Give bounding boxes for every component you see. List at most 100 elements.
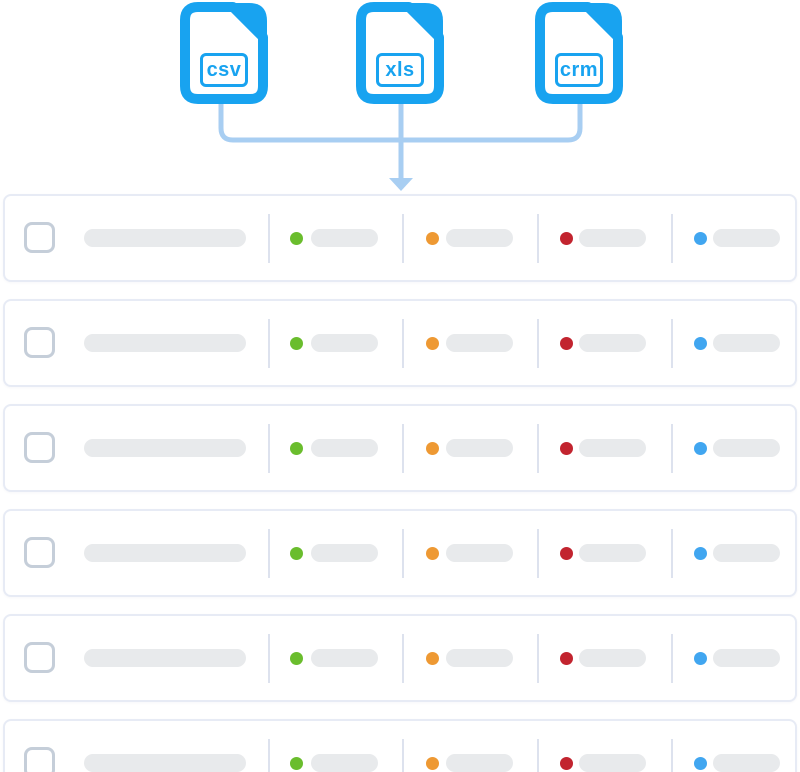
column-divider: [671, 319, 673, 368]
table-row: [3, 194, 797, 282]
file-type-label: xls: [376, 53, 424, 87]
table-row: [3, 719, 797, 772]
table-row: [3, 614, 797, 702]
status-placeholder: [311, 544, 378, 562]
status-placeholder: [713, 754, 780, 772]
file-icon-csv: csv: [180, 2, 268, 104]
status-dot-orange: [426, 232, 439, 245]
status-placeholder: [579, 754, 646, 772]
status-dot-blue: [694, 652, 707, 665]
column-divider: [671, 634, 673, 683]
status-dot-blue: [694, 442, 707, 455]
file-type-label: csv: [200, 53, 248, 87]
status-dot-red: [560, 652, 573, 665]
file-icon-crm: crm: [535, 2, 623, 104]
status-dot-blue: [694, 337, 707, 350]
status-dot-green: [290, 547, 303, 560]
status-placeholder: [713, 649, 780, 667]
column-divider: [402, 739, 404, 772]
status-placeholder: [311, 229, 378, 247]
status-placeholder: [311, 649, 378, 667]
status-placeholder: [579, 439, 646, 457]
status-dot-red: [560, 232, 573, 245]
status-dot-blue: [694, 547, 707, 560]
column-divider: [402, 634, 404, 683]
connector-arrow: [218, 103, 583, 191]
column-divider: [402, 319, 404, 368]
text-placeholder: [84, 334, 246, 352]
text-placeholder: [84, 439, 246, 457]
column-divider: [268, 739, 270, 772]
column-divider: [402, 529, 404, 578]
column-divider: [268, 214, 270, 263]
arrowhead-down-icon: [389, 178, 413, 191]
status-placeholder: [446, 439, 513, 457]
column-divider: [402, 424, 404, 473]
text-placeholder: [84, 649, 246, 667]
status-placeholder: [713, 334, 780, 352]
column-divider: [537, 529, 539, 578]
status-placeholder: [579, 229, 646, 247]
status-placeholder: [311, 439, 378, 457]
column-divider: [537, 634, 539, 683]
column-divider: [537, 739, 539, 772]
status-dot-red: [560, 442, 573, 455]
column-divider: [671, 529, 673, 578]
column-divider: [537, 319, 539, 368]
text-placeholder: [84, 754, 246, 772]
row-checkbox[interactable]: [24, 432, 55, 463]
status-dot-blue: [694, 757, 707, 770]
status-placeholder: [311, 334, 378, 352]
status-placeholder: [446, 649, 513, 667]
status-dot-red: [560, 547, 573, 560]
column-divider: [671, 214, 673, 263]
status-dot-orange: [426, 547, 439, 560]
column-divider: [268, 529, 270, 578]
status-placeholder: [579, 649, 646, 667]
status-placeholder: [579, 334, 646, 352]
text-placeholder: [84, 544, 246, 562]
column-divider: [537, 424, 539, 473]
file-icon-xls: xls: [356, 2, 444, 104]
table-row: [3, 299, 797, 387]
text-placeholder: [84, 229, 246, 247]
status-placeholder: [713, 229, 780, 247]
row-checkbox[interactable]: [24, 222, 55, 253]
status-dot-green: [290, 757, 303, 770]
column-divider: [537, 214, 539, 263]
status-placeholder: [446, 754, 513, 772]
status-dot-green: [290, 337, 303, 350]
column-divider: [268, 424, 270, 473]
table-row: [3, 404, 797, 492]
status-placeholder: [311, 754, 378, 772]
column-divider: [268, 634, 270, 683]
status-dot-green: [290, 442, 303, 455]
row-checkbox[interactable]: [24, 747, 55, 772]
status-dot-green: [290, 232, 303, 245]
column-divider: [402, 214, 404, 263]
status-dot-red: [560, 337, 573, 350]
document-icon: [535, 2, 623, 104]
status-dot-orange: [426, 337, 439, 350]
status-placeholder: [713, 544, 780, 562]
status-placeholder: [446, 544, 513, 562]
column-divider: [671, 424, 673, 473]
status-placeholder: [579, 544, 646, 562]
record-list: [3, 194, 797, 772]
document-icon: [356, 2, 444, 104]
status-dot-red: [560, 757, 573, 770]
row-checkbox[interactable]: [24, 642, 55, 673]
column-divider: [671, 739, 673, 772]
status-placeholder: [446, 229, 513, 247]
status-placeholder: [713, 439, 780, 457]
row-checkbox[interactable]: [24, 327, 55, 358]
status-placeholder: [446, 334, 513, 352]
status-dot-green: [290, 652, 303, 665]
status-dot-orange: [426, 652, 439, 665]
status-dot-blue: [694, 232, 707, 245]
table-row: [3, 509, 797, 597]
row-checkbox[interactable]: [24, 537, 55, 568]
status-dot-orange: [426, 442, 439, 455]
sources-diagram: csv xls crm: [0, 0, 800, 194]
